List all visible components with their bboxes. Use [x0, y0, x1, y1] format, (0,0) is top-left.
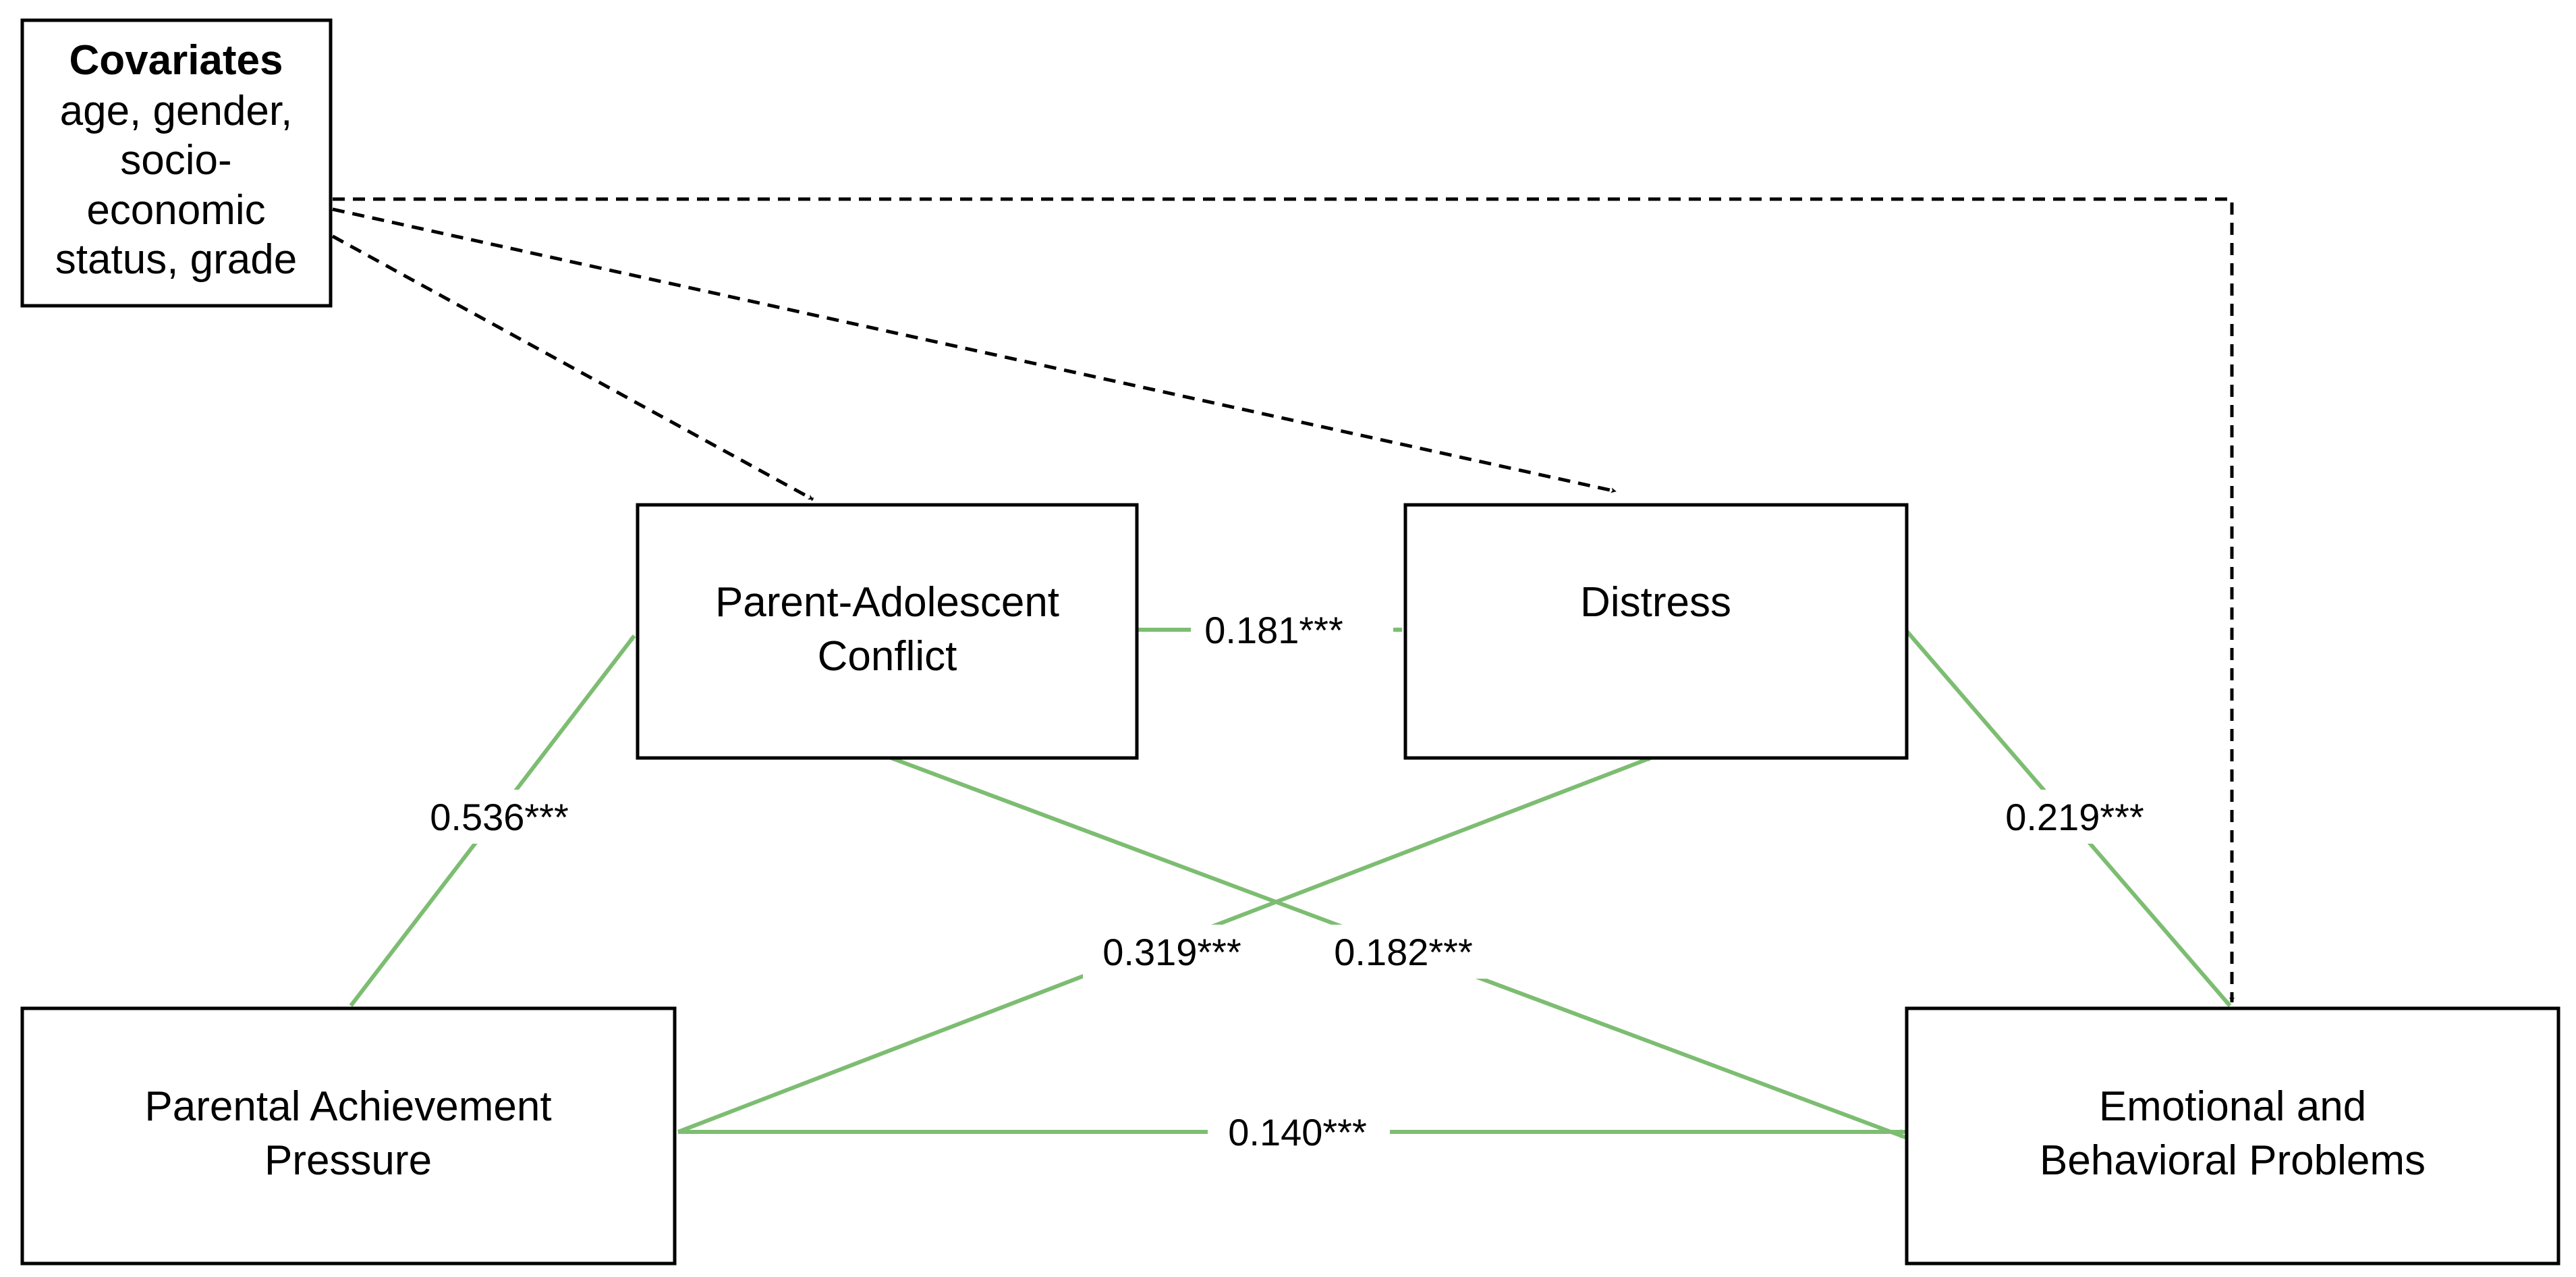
coef-pressure-to-distress: 0.319***	[1102, 931, 1241, 973]
covariates-box: Covariates age, gender, socio- economic …	[20, 18, 333, 308]
covariates-to-problems-arrow	[333, 197, 2235, 1003]
pressure-label-line-1: Parental Achievement	[144, 1083, 551, 1130]
covariates-line-3: economic	[86, 187, 265, 234]
problems-label-line-2: Behavioral Problems	[2040, 1137, 2426, 1184]
conflict-label-line-2: Conflict	[818, 633, 957, 680]
problems-box: Emotional and Behavioral Problems	[1905, 1006, 2560, 1266]
path-coefficients: 0.536*** 0.181*** 0.219*** 0.319*** 0.18…	[412, 604, 2166, 1158]
covariates-title: Covariates	[69, 37, 283, 84]
covariates-line-4: status, grade	[55, 236, 297, 283]
coef-conflict-to-distress: 0.181***	[1204, 609, 1343, 651]
problems-label-line-1: Emotional and	[2099, 1083, 2366, 1130]
pressure-label-line-2: Pressure	[264, 1137, 432, 1184]
covariates-to-distress-arrow	[332, 207, 1617, 493]
coef-conflict-to-problems: 0.182***	[1334, 931, 1473, 973]
pressure-box: Parental Achievement Pressure	[20, 1006, 677, 1266]
covariates-line-1: age, gender,	[60, 88, 293, 134]
coef-pressure-to-problems: 0.140***	[1228, 1111, 1367, 1153]
covariates-line-2: socio-	[120, 137, 231, 184]
coef-distress-to-problems: 0.219***	[2005, 796, 2144, 838]
conflict-label-line-1: Parent-Adolescent	[715, 579, 1059, 626]
covariate-arrows	[331, 197, 2235, 1003]
conflict-box: Parent-Adolescent Conflict	[636, 503, 1139, 760]
covariates-to-conflict-arrow	[331, 234, 814, 501]
distress-label: Distress	[1580, 579, 1731, 626]
distress-box: Distress	[1403, 503, 1909, 760]
coef-pressure-to-conflict: 0.536***	[430, 796, 569, 838]
